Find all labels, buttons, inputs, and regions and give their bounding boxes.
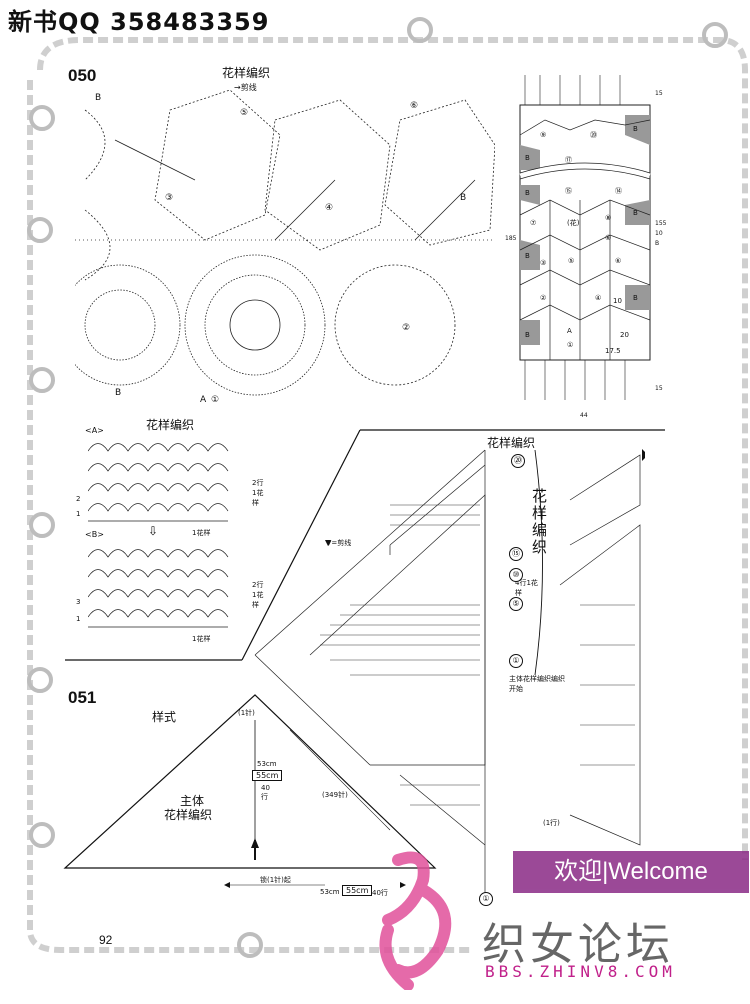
layout-cell-5: B <box>525 189 530 197</box>
layout-cell-23: 20 <box>620 331 629 339</box>
shawl-schematic <box>63 694 437 888</box>
repeat-note-051: 4行1花样 <box>515 579 538 597</box>
row-mark-1: 1 <box>76 510 81 518</box>
chart-title-051: 花样编织 <box>487 436 536 450</box>
vertical-pattern-label: 花样编织 <box>530 488 548 556</box>
row-label-20: ⑳ <box>511 454 525 468</box>
layout-cell-14: ③ <box>540 259 546 267</box>
cut-line-note-051: ▼=剪线 <box>326 539 352 547</box>
dim-40rows: 40行 <box>261 784 270 801</box>
motif-label-a: A <box>200 395 207 405</box>
motif-label-2: ② <box>402 323 410 333</box>
dim-53cm: 53cm <box>257 760 277 768</box>
layout-cell-16: ⑥ <box>615 257 621 265</box>
down-arrow: ⇩ <box>148 524 159 538</box>
motif-label-1: ① <box>211 395 219 405</box>
page-number: 92 <box>99 933 113 947</box>
cut-line-note-050: →剪线 <box>234 83 257 92</box>
section-050-number: 050 <box>68 66 97 85</box>
layout-dim-bottom: 15 <box>655 385 663 392</box>
layout-cell-21: A <box>567 327 572 335</box>
layout-cell-7: ⑭ <box>615 187 622 195</box>
layout-cell-0: ⑨ <box>540 131 546 139</box>
row-mark-1b: 1 <box>76 615 81 623</box>
layout-dim-height: 185 <box>505 235 517 242</box>
layout-cell-18: ④ <box>595 294 601 302</box>
start-note-2: 主体花样编织编织开始 <box>509 675 565 693</box>
style-title: 样式 <box>152 710 177 724</box>
layout-cell-24: 17.5 <box>605 347 621 355</box>
forum-name: 织女论坛 <box>482 919 674 970</box>
side-stitches: (349针) <box>322 791 348 799</box>
layout-cell-6: ⑮ <box>565 187 572 195</box>
layout-dim-right-sub2: B <box>655 240 659 247</box>
layout-cell-15: ⑤ <box>568 257 574 265</box>
start-note: 锁(1针)起 <box>260 876 291 884</box>
row-label-15: ⑮ <box>509 547 523 561</box>
layout-dim-top: 15 <box>655 90 663 97</box>
layout-cell-2: B <box>633 125 638 133</box>
row-mark-2: 2 <box>76 495 81 503</box>
motif-label-b3: B <box>115 388 121 398</box>
row-label-10: ⑩ <box>509 568 523 582</box>
one-pattern-a: 1花样 <box>192 529 211 537</box>
row-label-5: ⑤ <box>509 597 523 611</box>
motif-label-6: ⑥ <box>410 101 418 111</box>
repeat-note-a: 2行1花样 <box>252 479 264 507</box>
chart-b-label: <B> <box>85 530 104 539</box>
layout-cell-4: ⑰ <box>565 156 572 164</box>
row-label-1: ① <box>509 654 523 668</box>
layout-cell-12: B <box>633 209 638 217</box>
forum-url: BBS.ZHINV8.COM <box>485 962 676 981</box>
dim-55cm: 55cm <box>252 770 283 781</box>
layout-cell-19: 10 <box>613 297 622 305</box>
bottom-circle: ① <box>479 892 493 906</box>
motif-label-5: ⑤ <box>240 108 248 118</box>
motif-label-b1: B <box>95 93 101 103</box>
body-label-2: 花样编织 <box>164 808 213 822</box>
motif-label-b2: B <box>460 193 466 203</box>
layout-cell-13: B <box>525 252 530 260</box>
layout-cell-3: B <box>525 154 530 162</box>
body-label-1: 主体 <box>180 794 205 808</box>
layout-cell-25: B <box>525 331 530 339</box>
forum-logo <box>379 851 452 990</box>
shawl-stitch-chart <box>254 449 645 895</box>
layout-dim-width: 44 <box>580 412 588 419</box>
bottom-40rows: 40行 <box>372 889 388 897</box>
motif-diagram: B ③ ④ ⑤ ⑥ B B ② A ① <box>75 89 495 405</box>
bottom-55cm: 55cm <box>342 885 373 896</box>
section-050-pattern-title: 花样编织 <box>222 66 271 80</box>
one-row: (1行) <box>543 819 560 827</box>
chart-a-label: <A> <box>85 426 104 435</box>
stitch-chart-b <box>88 549 229 628</box>
top-note: (1针) <box>238 709 255 717</box>
layout-cell-1: ⑳ <box>590 131 597 139</box>
layout-diagram: ⑨ ⑳ B B ⑰ B ⑮ ⑭ ⑦ (花) ⑧ ⑥ B B ③ ⑤ ⑥ ② ④ … <box>505 75 667 419</box>
layout-dim-right: 155 <box>655 220 667 227</box>
bottom-53cm: 53cm <box>320 888 340 896</box>
layout-cell-9: (花) <box>567 218 580 227</box>
motif-label-3: ③ <box>165 193 173 203</box>
layout-cell-17: ② <box>540 294 546 302</box>
row-mark-3: 3 <box>76 598 81 606</box>
motif-label-4: ④ <box>325 203 333 213</box>
layout-dim-right-sub: 10 <box>655 230 663 237</box>
one-pattern-b: 1花样 <box>192 635 211 643</box>
layout-cell-22: ① <box>567 341 573 349</box>
repeat-note-b: 2行1花样 <box>252 581 264 609</box>
layout-cell-8: ⑦ <box>530 219 536 227</box>
layout-cell-11: ⑥ <box>605 234 611 242</box>
layout-cell-20: B <box>633 294 638 302</box>
stitch-chart-title: 花样编织 <box>146 418 195 432</box>
layout-cell-10: ⑧ <box>605 214 611 222</box>
header-title: 新书QQ 358483359 <box>8 8 270 36</box>
section-051-number: 051 <box>68 688 97 707</box>
welcome-banner: 欢迎|Welcome <box>513 851 749 893</box>
stitch-chart-a <box>88 443 229 522</box>
